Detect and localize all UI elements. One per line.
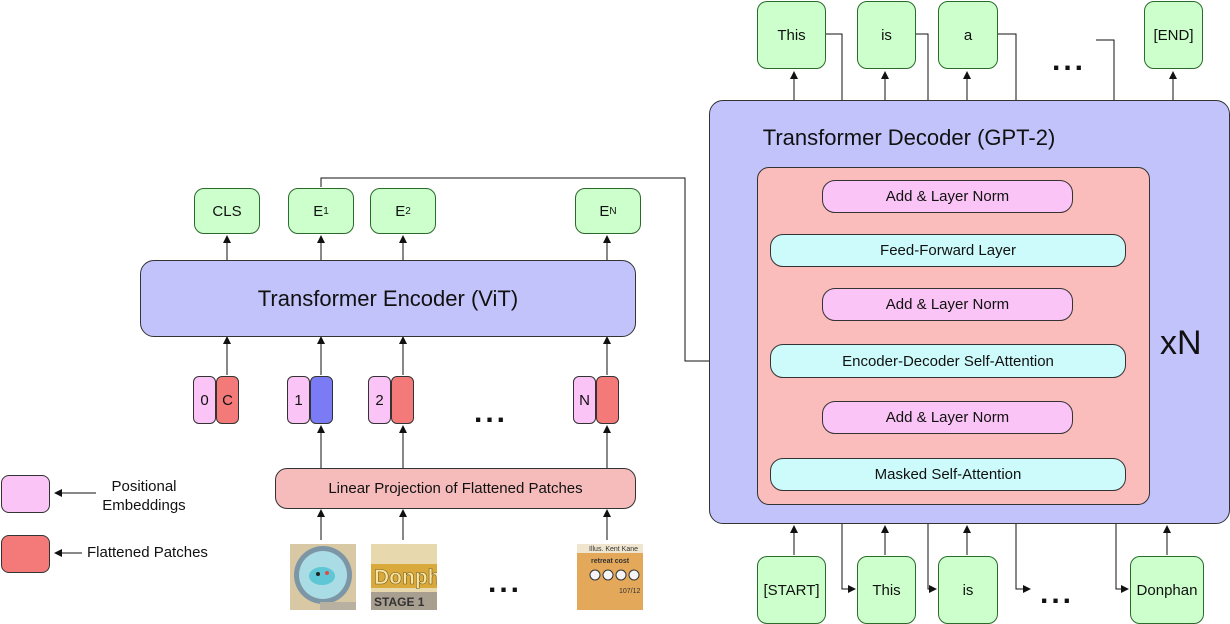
position-embedding-2: 2 bbox=[368, 376, 391, 424]
patch2-subtext: STAGE 1 bbox=[374, 595, 425, 609]
decoder-input-start: [START] bbox=[757, 556, 826, 624]
transformer-encoder-block: Transformer Encoder (ViT) bbox=[140, 260, 636, 337]
flattened-patch-n bbox=[596, 376, 619, 424]
feed-forward-layer: Feed-Forward Layer bbox=[770, 234, 1126, 267]
cls-token-embedding: C bbox=[216, 376, 239, 424]
decoder-output-this: This bbox=[757, 1, 826, 69]
legend-flattened-label: Flattened Patches bbox=[87, 544, 208, 561]
image-patch-1 bbox=[290, 544, 356, 610]
position-embedding-0: 0 bbox=[193, 376, 216, 424]
image-patch-2: Donph STAGE 1 bbox=[371, 544, 437, 610]
position-embedding-1: 1 bbox=[287, 376, 310, 424]
decoder-input-ellipsis: ... bbox=[1040, 577, 1075, 610]
legend-positional-swatch bbox=[1, 475, 50, 513]
add-layer-norm-3: Add & Layer Norm bbox=[822, 180, 1073, 213]
legend-flattened-swatch bbox=[1, 535, 50, 573]
encoder-decoder-attention: Encoder-Decoder Self-Attention bbox=[770, 344, 1126, 378]
decoder-output-is: is bbox=[857, 1, 916, 69]
image-patch-n: Illus. Kent Kane retreat cost 107/12 bbox=[577, 544, 643, 610]
decoder-layer-stack bbox=[757, 167, 1150, 505]
decoder-input-is: is bbox=[938, 556, 998, 624]
decoder-title: Transformer Decoder (GPT-2) bbox=[762, 125, 1056, 150]
linear-projection-block: Linear Projection of Flattened Patches bbox=[275, 468, 636, 509]
decoder-repeat-label: xN bbox=[1160, 324, 1202, 362]
add-layer-norm-1: Add & Layer Norm bbox=[822, 401, 1073, 434]
decoder-output-a: a bbox=[938, 1, 998, 69]
decoder-input-this: This bbox=[857, 556, 916, 624]
position-embedding-n: N bbox=[573, 376, 596, 424]
card-title-patch-image: Donph STAGE 1 bbox=[371, 544, 437, 610]
patch2-text: Donph bbox=[374, 566, 437, 589]
patchN-mid-text: retreat cost bbox=[591, 558, 630, 565]
flattened-patch-1 bbox=[310, 376, 333, 424]
add-layer-norm-2: Add & Layer Norm bbox=[822, 288, 1073, 321]
patchN-top-text: Illus. Kent Kane bbox=[589, 546, 638, 553]
decoder-output-end: [END] bbox=[1144, 1, 1203, 69]
pokemon-card-patch-image bbox=[290, 544, 356, 610]
card-bottom-patch-image: Illus. Kent Kane retreat cost 107/12 bbox=[577, 544, 643, 610]
decoder-output-ellipsis: ... bbox=[1052, 44, 1087, 77]
legend-positional-label: Positional Embeddings bbox=[102, 478, 186, 514]
encoder-output-cls: CLS bbox=[194, 188, 260, 234]
patch-ellipsis: ... bbox=[488, 566, 523, 599]
flattened-patch-2 bbox=[391, 376, 414, 424]
patchN-bottom-text: 107/12 bbox=[619, 588, 641, 595]
decoder-input-donphan: Donphan bbox=[1130, 556, 1204, 624]
masked-self-attention: Masked Self-Attention bbox=[770, 458, 1126, 491]
embedding-ellipsis: ... bbox=[474, 396, 509, 429]
